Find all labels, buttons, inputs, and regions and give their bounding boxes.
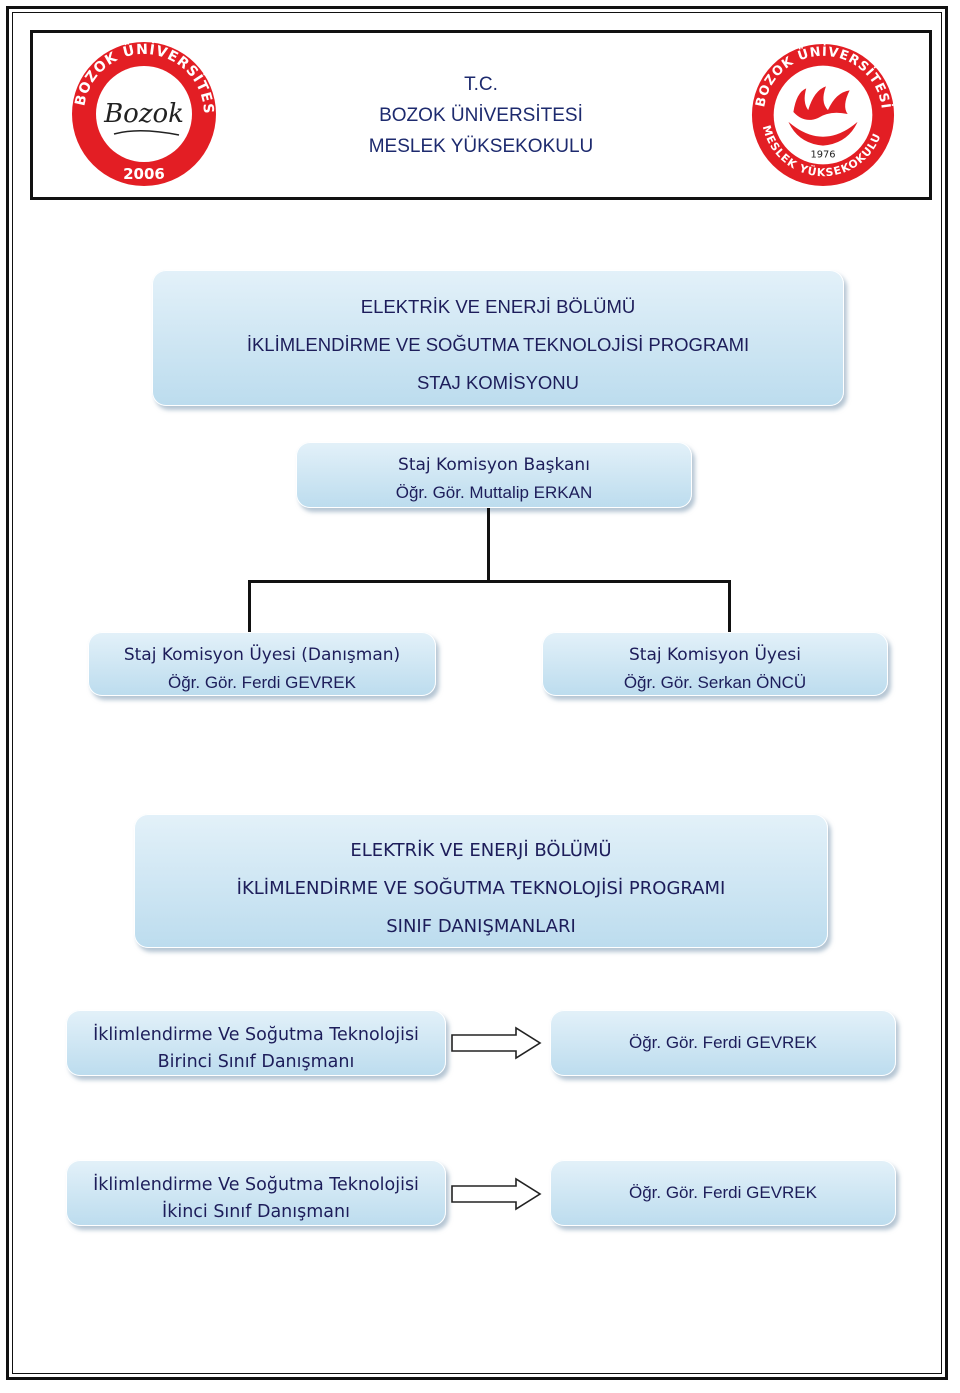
commission-title-department: ELEKTRİK VE ENERJİ BÖLÜMÜ	[360, 296, 636, 317]
member-1-role: Staj Komisyon Üyesi (Danışman)	[123, 645, 401, 665]
advisor-row-1-name-box: Öğr. Gör. Ferdi GEVREK	[550, 1010, 896, 1076]
connector-horizontal	[248, 580, 731, 583]
svg-text:2006: 2006	[123, 165, 165, 183]
svg-text:Bozok: Bozok	[103, 99, 184, 129]
advisor-row-1-label-line2: Birinci Sınıf Danışmanı	[157, 1052, 355, 1072]
advisors-title-heading: SINIF DANIŞMANLARI	[386, 916, 576, 937]
advisors-title-program: İKLİMLENDİRME VE SOĞUTMA TEKNOLOJİSİ PRO…	[236, 878, 726, 899]
commission-title-program: İKLİMLENDİRME VE SOĞUTMA TEKNOLOJİSİ PRO…	[246, 334, 750, 355]
chair-name: Öğr. Gör. Muttalip ERKAN	[395, 483, 593, 502]
member-1-name: Öğr. Gör. Ferdi GEVREK	[167, 673, 356, 692]
commission-member-box-2: Staj Komisyon Üyesi Öğr. Gör. Serkan ÖNC…	[542, 632, 888, 696]
advisor-row-1-name: Öğr. Gör. Ferdi GEVREK	[628, 1033, 817, 1052]
advisor-row-2-label-line1: İklimlendirme Ve Soğutma Teknolojisi	[93, 1175, 419, 1195]
commission-member-box-1: Staj Komisyon Üyesi (Danışman) Öğr. Gör.…	[88, 632, 436, 696]
svg-text:1976: 1976	[810, 149, 835, 160]
advisor-row-2-label-line2: İkinci Sınıf Danışmanı	[162, 1202, 350, 1222]
member-2-name: Öğr. Gör. Serkan ÖNCÜ	[623, 673, 807, 692]
advisors-title-department: ELEKTRİK VE ENERJİ BÖLÜMÜ	[350, 840, 612, 861]
connector-vertical-chair	[487, 508, 490, 582]
header-line-tc: T.C.	[464, 74, 498, 95]
advisors-title-box: ELEKTRİK VE ENERJİ BÖLÜMÜ İKLİMLENDİRME …	[134, 814, 828, 948]
advisor-row-2-label-box: İklimlendirme Ve Soğutma Teknolojisi İki…	[66, 1160, 446, 1226]
arrow-right-icon	[451, 1177, 542, 1211]
advisor-row-2-name: Öğr. Gör. Ferdi GEVREK	[628, 1183, 817, 1202]
page-border-inner	[12, 12, 942, 1374]
myo-logo-icon: BOZOK ÜNİVERSİTESİ MESLEK YÜKSEKOKULU 19…	[751, 44, 895, 187]
connector-vertical-right	[728, 580, 731, 632]
commission-title-commission: STAJ KOMİSYONU	[416, 372, 580, 393]
header-title: T.C. BOZOK ÜNİVERSİTESİ MESLEK YÜKSEKOKU…	[33, 69, 929, 162]
advisor-row-1-label-line1: İklimlendirme Ve Soğutma Teknolojisi	[93, 1025, 419, 1045]
header-frame: BOZOK ÜNİVERSİTESİ Bozok 2006 T.C. BOZOK…	[30, 30, 932, 200]
header-line-school: MESLEK YÜKSEKOKULU	[368, 136, 594, 157]
advisor-row-1-label-box: İklimlendirme Ve Soğutma Teknolojisi Bir…	[66, 1010, 446, 1076]
commission-chair-box: Staj Komisyon Başkanı Öğr. Gör. Muttalip…	[296, 442, 692, 508]
page-border-outer	[6, 6, 948, 1380]
commission-title-box: ELEKTRİK VE ENERJİ BÖLÜMÜ İKLİMLENDİRME …	[152, 270, 844, 406]
member-2-role: Staj Komisyon Üyesi	[628, 645, 802, 665]
header-line-university: BOZOK ÜNİVERSİTESİ	[379, 105, 583, 126]
connector-vertical-left	[248, 580, 251, 632]
chair-role: Staj Komisyon Başkanı	[398, 455, 590, 475]
bozok-university-logo-icon: BOZOK ÜNİVERSİTESİ Bozok 2006	[69, 39, 216, 186]
advisor-row-2-name-box: Öğr. Gör. Ferdi GEVREK	[550, 1160, 896, 1226]
arrow-right-icon	[451, 1026, 542, 1060]
